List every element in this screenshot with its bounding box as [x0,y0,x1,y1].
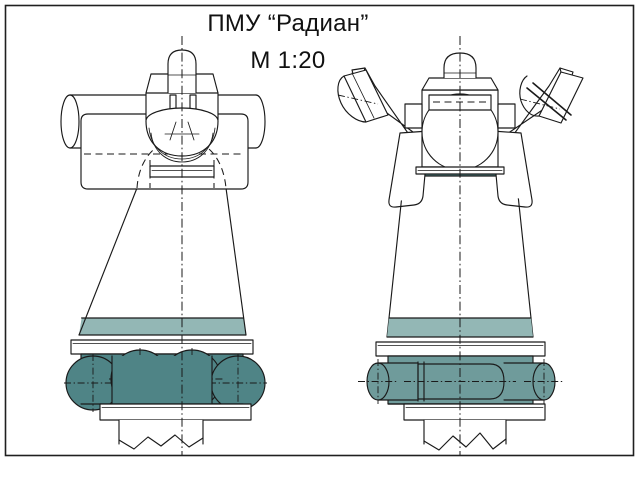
housing-lug-right [498,104,515,128]
side-ground-stem-break-line [423,432,507,451]
side-wheel-right-centremark [524,359,564,404]
upper-shroud-outline [80,113,249,190]
housing-lug-left [405,104,422,128]
lower-plate-outline [99,403,252,421]
jack-foot-left-seam [351,72,375,119]
collar-band [79,318,246,335]
jack-foot-left-body [344,70,388,122]
jack-foot-right-body [539,72,583,123]
housing-bottom-flange-outline [415,166,505,175]
wheel-1-centremark [64,354,122,412]
base-plate-upper [71,340,253,354]
side-bell-right-edge [515,175,534,338]
outrigger-pad-left-outline [388,130,430,208]
outrigger-pad-right-outline [491,130,533,208]
bell-body [79,188,246,335]
title-line-2: М 1:20 [250,47,325,74]
side-collar-band [387,318,533,337]
jack-foot-right-strut [526,87,567,121]
jack-foot-right-strut-2 [532,82,572,116]
housing-lug-right-outline [497,103,516,129]
side-lower-plate-outline [403,403,546,421]
bell-right-edge [225,187,247,336]
ground-stem-break-line [118,434,204,450]
side-view [337,36,584,455]
base-plate-upper-outline [70,339,254,355]
wheel-4-centremark [209,354,267,412]
sheet-frame [4,4,635,457]
side-road-wheels [358,359,564,404]
side-ground-stem-sides [423,419,507,445]
front-view [60,36,267,455]
jack-foot-right-end [519,75,540,117]
base-block-front-edges [111,355,213,405]
jack-foot-left-outline [343,69,389,123]
cylinder-right-end-cap [255,94,266,149]
side-base-plate-outline [375,341,546,357]
outrigger-pad-right [492,131,532,200]
housing-inner-plate-outline [428,94,492,111]
cylinder-left-end-outline [60,94,80,149]
jack-foot-right-centremark [519,98,561,110]
side-wheel-left-edges [377,362,419,401]
bell-left-edge [78,187,138,336]
cup-webs [169,121,195,141]
cup-bowl-inner-2 [150,132,214,163]
housing-top-bracket [422,78,498,90]
cylinder-left-end-cap [61,95,79,148]
jack-foot-left-centremark [337,94,379,105]
ground-stem [119,420,203,446]
side-wheel-left-centremark [358,359,398,404]
outrigger-pad-left [389,131,429,203]
jack-foot-left-end [337,75,367,123]
side-lower-plate [404,404,545,420]
dome-cap-housing [146,74,218,120]
title-block: ПМУ “Радиан” М 1:20 [207,10,368,74]
base-block-front-face [112,356,212,404]
stem-dome-outline [167,49,197,65]
stem-barrel-sides [167,63,197,94]
side-wheel-right-edges [503,362,545,401]
lower-plate [100,404,251,420]
side-bell-left-edge [386,175,405,338]
title-line-1: ПМУ “Радиан” [207,10,368,37]
side-ground-stem [424,420,506,446]
